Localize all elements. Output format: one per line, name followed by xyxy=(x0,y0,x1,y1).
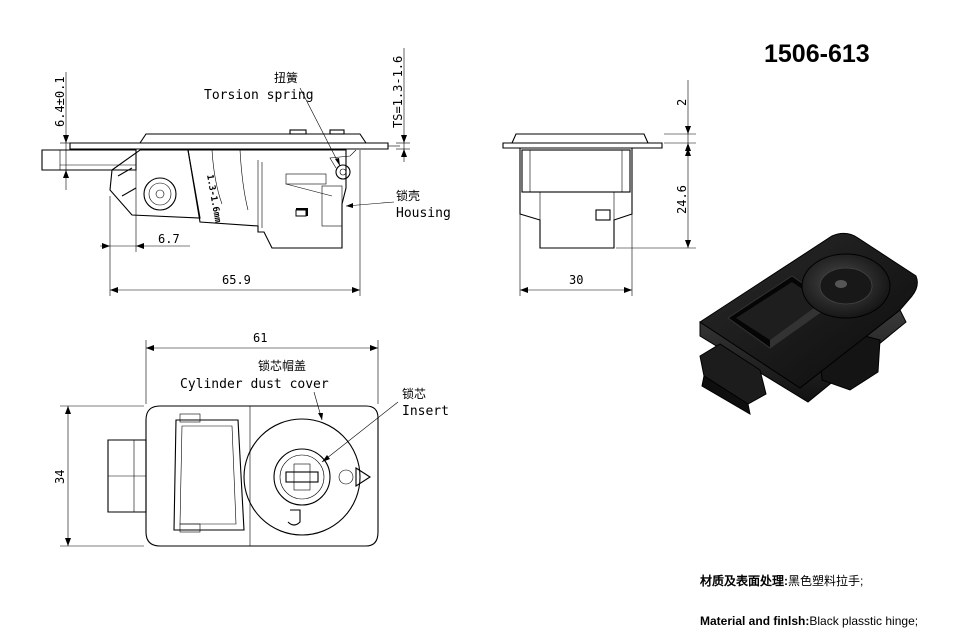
housing-label-cn: 锁壳 xyxy=(396,188,420,203)
torsion-spring-shape xyxy=(335,164,351,180)
dust-cover-label: Cylinder dust cover xyxy=(180,377,329,392)
front-view xyxy=(502,133,663,249)
dim-body-depth: 24.6 xyxy=(675,185,689,214)
dim-overall-length: 65.9 xyxy=(222,273,251,287)
material-note-cn-value: 黑色塑料拉手; xyxy=(788,574,864,588)
side-view-dimensions: 6.4±0.1 TS=1.3-1.6 6.7 65.9 xyxy=(53,48,410,296)
part-number: 1506-613 xyxy=(764,40,870,68)
dim-flange-length: 61 xyxy=(253,331,267,345)
dim-top-thickness: 2 xyxy=(675,99,689,106)
side-view: 1.3-1.6mm xyxy=(41,129,400,249)
housing-label: Housing xyxy=(396,206,451,221)
material-note-en-label: Material and finlsh: xyxy=(700,614,810,628)
top-view-dimensions: 61 34 xyxy=(53,331,379,547)
dim-flange-thickness: 6.4±0.1 xyxy=(53,76,67,127)
material-note-en: Material and finlsh:Black plasstic hinge… xyxy=(700,614,918,628)
torsion-spring-label-cn: 扭簧 xyxy=(274,70,298,85)
side-view-callouts: 扭簧 Torsion spring 锁壳 Housing xyxy=(204,70,451,221)
insert-label: Insert xyxy=(402,404,449,419)
front-view-dimensions: 2 24.6 30 xyxy=(519,80,696,296)
dim-panel-thickness: TS=1.3-1.6 xyxy=(391,56,405,128)
torsion-spring-label: Torsion spring xyxy=(204,88,314,103)
dim-flange-height: 34 xyxy=(53,470,67,484)
fastening-range-label: 1.3-1.6mm xyxy=(204,174,222,224)
material-note-cn-label: 材质及表面处理: xyxy=(700,574,788,588)
material-note-cn: 材质及表面处理:黑色塑料拉手; xyxy=(700,572,863,589)
material-note-en-value: Black plasstic hinge; xyxy=(809,614,919,628)
cylinder-dust-cover-shape xyxy=(243,418,361,536)
product-render xyxy=(699,232,918,415)
insert-label-cn: 锁芯 xyxy=(402,386,426,401)
dust-cover-label-cn: 锁芯帽盖 xyxy=(258,358,306,373)
top-view-callouts: 锁芯帽盖 Cylinder dust cover 锁芯 Insert xyxy=(180,358,449,463)
dim-latch-offset: 6.7 xyxy=(158,232,180,246)
top-view xyxy=(107,405,379,547)
dim-body-width: 30 xyxy=(569,273,583,287)
